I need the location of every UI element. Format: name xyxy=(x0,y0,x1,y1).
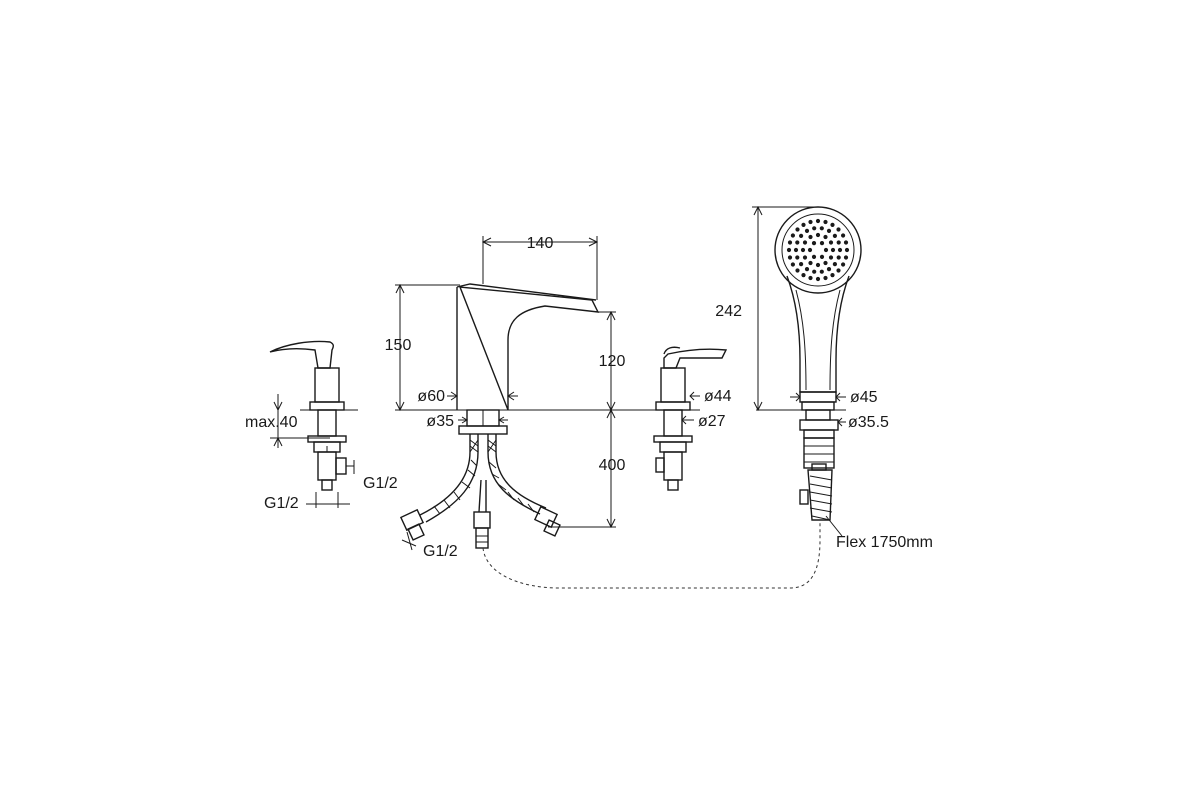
spray-nozzle xyxy=(790,262,796,267)
spray-nozzle xyxy=(823,219,828,225)
spray-nozzle xyxy=(841,262,846,267)
spray-nozzle xyxy=(830,247,836,253)
dim-120-label: 120 xyxy=(599,353,626,370)
spray-nozzle xyxy=(802,255,808,260)
dim-handshower-base-diameter: ø45 xyxy=(850,389,878,406)
dim-spout-base-diameter: ø60 xyxy=(417,388,445,405)
spray-nozzle xyxy=(819,254,825,259)
spray-nozzle xyxy=(793,247,799,253)
spray-nozzle xyxy=(819,226,824,231)
spray-nozzle xyxy=(843,255,849,260)
spray-nozzle xyxy=(787,255,793,260)
spray-nozzle xyxy=(799,262,804,267)
dimension-labels: 140 150 120 400 ø60 ø35 ø44 ø27 242 ø45 … xyxy=(245,235,933,560)
spray-nozzle xyxy=(801,273,806,278)
dim-400-label: 400 xyxy=(599,457,626,474)
spray-nozzle xyxy=(795,255,800,260)
connection-side-label: G1/2 xyxy=(363,475,398,492)
spray-nozzle xyxy=(830,222,835,227)
spray-nozzle xyxy=(836,268,841,273)
spray-nozzle xyxy=(823,234,828,240)
spray-nozzle xyxy=(823,247,829,253)
spray-nozzle xyxy=(837,247,843,253)
spray-nozzle xyxy=(828,255,834,260)
dim-242-label: 242 xyxy=(715,303,742,320)
spray-nozzle xyxy=(795,240,800,245)
spray-nozzle xyxy=(823,275,828,281)
spray-nozzle xyxy=(836,255,841,260)
spray-nozzle xyxy=(808,219,813,225)
spray-nozzle xyxy=(812,226,817,231)
spray-nozzle xyxy=(808,260,813,266)
spray-nozzle xyxy=(812,269,817,274)
dim-handle-base-diameter: ø44 xyxy=(704,388,732,405)
spray-nozzle xyxy=(787,240,793,245)
hose-braid-hatching xyxy=(433,439,535,515)
spray-nozzle xyxy=(828,240,834,245)
spray-nozzle xyxy=(832,262,838,267)
spray-nozzle xyxy=(800,247,806,253)
left-valve xyxy=(269,340,358,508)
spray-nozzle xyxy=(826,267,832,272)
spray-nozzle xyxy=(815,276,821,282)
spray-nozzle xyxy=(804,228,810,233)
dim-handshower-hole-diameter: ø35.5 xyxy=(848,414,889,431)
connection-bottom-label: G1/2 xyxy=(264,495,299,512)
spray-nozzle xyxy=(801,222,806,227)
spray-nozzle xyxy=(808,275,813,281)
spout-hoses xyxy=(399,434,561,551)
spray-nozzle xyxy=(836,227,841,232)
spray-nozzle xyxy=(811,254,817,259)
spray-nozzle xyxy=(815,232,821,238)
spray-nozzle xyxy=(795,227,800,232)
spray-nozzle xyxy=(819,241,825,246)
spray-nozzle xyxy=(815,218,821,224)
spray-nozzle xyxy=(843,240,849,245)
spray-nozzle xyxy=(823,260,828,266)
spray-nozzle xyxy=(807,247,813,253)
spray-nozzle xyxy=(819,269,824,274)
spray-nozzle xyxy=(802,240,808,245)
spray-nozzle xyxy=(804,267,810,272)
spray-nozzle xyxy=(830,273,835,278)
spray-nozzle xyxy=(790,233,796,238)
spray-nozzle xyxy=(844,247,850,253)
spray-nozzle xyxy=(811,241,817,246)
spray-nozzle xyxy=(841,233,846,238)
spray-nozzle xyxy=(815,262,821,268)
dim-140-label: 140 xyxy=(527,235,554,252)
spray-nozzle xyxy=(808,234,813,240)
spray-nozzle xyxy=(786,247,792,253)
dim-spout-hole-diameter: ø35 xyxy=(426,413,454,430)
dim-handle-hole-diameter: ø27 xyxy=(698,413,726,430)
spray-nozzle xyxy=(795,268,800,273)
spout xyxy=(395,236,616,529)
hand-shower xyxy=(482,205,862,589)
spray-nozzle xyxy=(799,233,804,238)
spray-nozzle xyxy=(836,240,841,245)
spray-nozzles xyxy=(786,218,850,282)
spray-nozzle xyxy=(826,228,832,233)
connection-hoses-label: G1/2 xyxy=(423,543,458,560)
spray-nozzle xyxy=(832,233,838,238)
right-valve xyxy=(612,346,728,491)
flex-hose-label: Flex 1750mm xyxy=(836,534,933,551)
dim-150-label: 150 xyxy=(385,337,412,354)
dim-max-40-label: max.40 xyxy=(245,414,298,431)
